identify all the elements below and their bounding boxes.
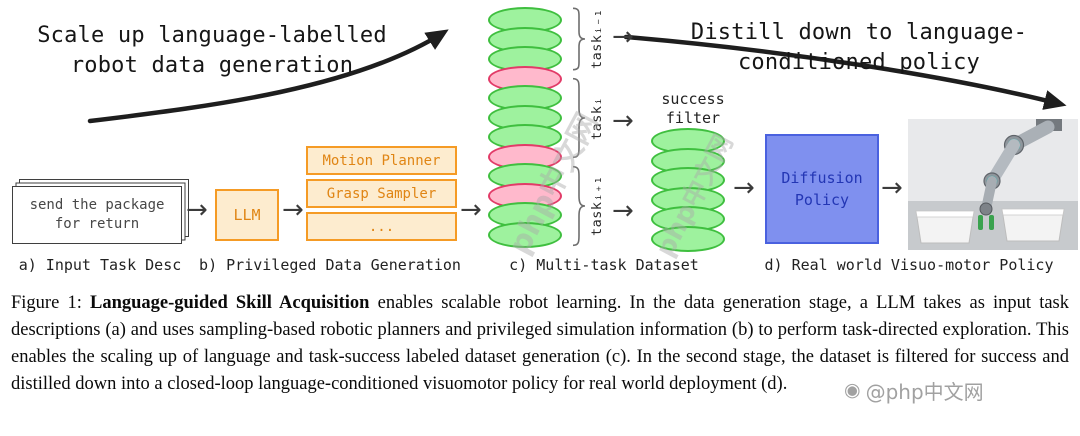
input-task-card: send the package for return (12, 179, 189, 244)
robot-photo (908, 119, 1078, 250)
arrow-filtered-policy-icon: → (733, 173, 755, 203)
caption-bold-title: Language-guided Skill Acquisition (89, 293, 370, 313)
diffusion-policy-box: Diffusion Policy (765, 134, 879, 244)
stage-label-a: a) Input Task Desc (18, 256, 182, 274)
task-label-prev: taskᵢ₋₁ (589, 8, 605, 70)
arrow-llm-planners-icon: → (282, 195, 304, 225)
dataset-disk-green (488, 221, 562, 248)
grasp-sampler-label: Grasp Sampler (326, 185, 437, 202)
arrow-policy-robot-icon: → (881, 173, 903, 203)
stage-label-c: c) Multi-task Dataset (509, 256, 699, 274)
dataset-disk-green (651, 225, 725, 252)
task-label-cur: taskᵢ (589, 96, 605, 140)
robot-arm (978, 119, 1062, 230)
task-desc-line-2: for return (54, 216, 140, 232)
motion-planner-box: Motion Planner (306, 146, 457, 175)
distill-line-1: Distill down to language- (690, 20, 1028, 45)
arrow-task-next-icon: → (612, 196, 634, 226)
filtered-dataset-stack (651, 128, 725, 252)
success-filter-label: success filter (648, 90, 738, 128)
bin-left (915, 210, 975, 244)
arrow-task-prev-icon: → (612, 22, 634, 52)
scale-up-line-2: robot data generation (70, 53, 354, 78)
grasp-sampler-box: Grasp Sampler (306, 179, 457, 208)
multitask-dataset-stack (488, 7, 562, 248)
llm-box: LLM (215, 189, 279, 241)
success-filter-line-2: filter (665, 109, 721, 127)
llm-label: LLM (233, 206, 261, 224)
ellipsis-box: ... (306, 212, 457, 241)
arrow-task-cur-icon: → (612, 106, 634, 136)
bin-right (1001, 208, 1065, 242)
caption-figure-label: Figure 1: (11, 293, 90, 313)
arrow-input-llm-icon: → (186, 195, 208, 225)
arrow-planners-dataset-icon: → (460, 195, 482, 225)
task-label-next: taskᵢ₊₁ (589, 175, 605, 237)
success-filter-line-1: success (661, 90, 725, 108)
paper-sheet-front: send the package for return (12, 186, 182, 244)
scale-up-line-1: Scale up language-labelled (37, 23, 387, 48)
caption-body: enables scalable robot learning. In the … (11, 293, 1070, 394)
task-bracket-next (570, 165, 585, 247)
figure-caption: Figure 1: Language-guided Skill Acquisit… (11, 290, 1069, 398)
distill-headline: Distill down to language- conditioned po… (670, 18, 1048, 78)
distill-line-2: conditioned policy (737, 50, 980, 75)
stage-label-d: d) Real world Visuo-motor Policy (764, 256, 1054, 274)
policy-line-1: Diffusion (781, 169, 863, 187)
task-bracket-cur (570, 77, 585, 159)
stage-label-b: b) Privileged Data Generation (199, 256, 461, 274)
policy-line-2: Policy (794, 191, 850, 209)
task-bracket-prev (570, 7, 585, 71)
task-desc-line-1: send the package (29, 197, 165, 213)
motion-planner-label: Motion Planner (322, 152, 441, 169)
scale-up-headline: Scale up language-labelled robot data ge… (28, 21, 396, 81)
ellipsis-label: ... (368, 218, 395, 235)
